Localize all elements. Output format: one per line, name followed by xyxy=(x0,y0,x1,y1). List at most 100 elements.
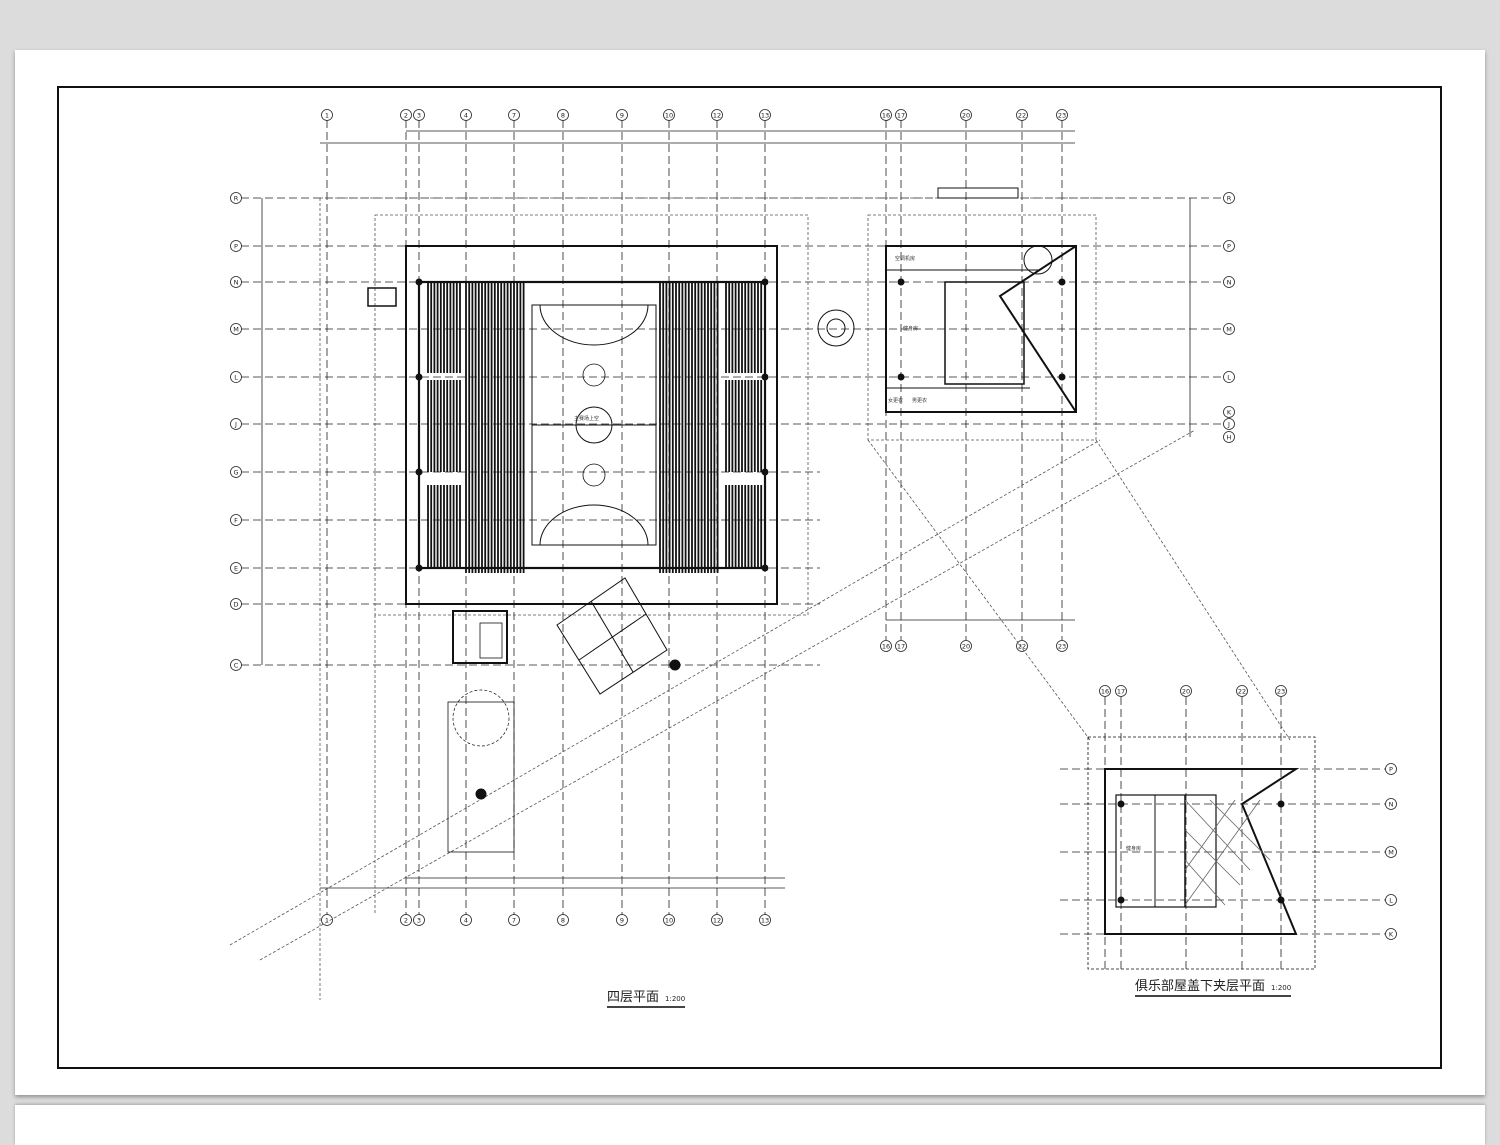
svg-text:M: M xyxy=(1388,848,1394,856)
svg-text:N: N xyxy=(1389,800,1394,808)
svg-text:7: 7 xyxy=(512,111,516,119)
svg-text:L: L xyxy=(234,373,238,381)
axis-bubble: 13 xyxy=(759,914,771,926)
room-label: 男更衣 xyxy=(912,398,928,404)
svg-text:10: 10 xyxy=(665,111,673,119)
svg-text:23: 23 xyxy=(1277,687,1285,695)
room-label: 女更衣 xyxy=(888,398,904,404)
svg-text:22: 22 xyxy=(1238,687,1246,695)
svg-text:12: 12 xyxy=(713,111,721,119)
axis-bubble: N xyxy=(230,276,242,288)
svg-text:23: 23 xyxy=(1058,111,1066,119)
svg-text:17: 17 xyxy=(897,642,905,650)
column xyxy=(1117,800,1125,808)
column xyxy=(1117,896,1125,904)
dimension-lines xyxy=(261,130,1191,889)
svg-text:9: 9 xyxy=(620,916,624,924)
axis-bubble: 20 xyxy=(960,109,972,121)
axis-bubble: 17 xyxy=(895,640,907,652)
axis-bubble: M xyxy=(1223,323,1235,335)
svg-text:2: 2 xyxy=(404,916,408,924)
room-label: 健身房 xyxy=(903,326,919,332)
svg-text:M: M xyxy=(1226,325,1232,333)
column xyxy=(415,564,423,572)
column xyxy=(761,278,769,286)
svg-text:F: F xyxy=(234,516,238,524)
axis-bubble: 20 xyxy=(1180,685,1192,697)
svg-text:22: 22 xyxy=(1018,642,1026,650)
stair-core xyxy=(367,287,855,853)
axis-bubble: 1 xyxy=(321,914,333,926)
axis-bubble: R xyxy=(1223,192,1235,204)
svg-text:13: 13 xyxy=(761,111,769,119)
svg-text:G: G xyxy=(233,468,238,476)
svg-text:P: P xyxy=(234,242,238,250)
axis-bubble: 22 xyxy=(1236,685,1248,697)
svg-text:J: J xyxy=(1227,420,1230,428)
axis-bubble: 12 xyxy=(711,914,723,926)
axis-bubble: 23 xyxy=(1275,685,1287,697)
axis-bubble: 7 xyxy=(508,109,520,121)
room-label: 健身房 xyxy=(1126,846,1142,852)
column xyxy=(897,278,905,286)
svg-text:16: 16 xyxy=(882,642,890,650)
axis-bubble: 9 xyxy=(616,914,628,926)
svg-text:D: D xyxy=(233,600,238,608)
axis-bubble: 22 xyxy=(1016,640,1028,652)
axis-bubble: 10 xyxy=(663,914,675,926)
svg-text:K: K xyxy=(1227,408,1232,416)
svg-text:J: J xyxy=(234,420,237,428)
axis-bubble: R xyxy=(230,192,242,204)
axis-bubble: K xyxy=(1223,406,1235,418)
skylight xyxy=(556,577,668,695)
axis-bubble: N xyxy=(1385,798,1397,810)
svg-text:20: 20 xyxy=(962,642,970,650)
axis-bubble: 3 xyxy=(413,914,425,926)
seating-block xyxy=(427,380,461,472)
axis-bubble: 4 xyxy=(460,914,472,926)
axis-bubble: N xyxy=(1223,276,1235,288)
axis-bubble: C xyxy=(230,659,242,671)
axis-bubble: 12 xyxy=(711,109,723,121)
axis-bubble: P xyxy=(1385,763,1397,775)
column xyxy=(761,564,769,572)
axis-bubble: G xyxy=(230,466,242,478)
svg-text:E: E xyxy=(234,564,238,572)
axis-bubble: 4 xyxy=(460,109,472,121)
axis-bubble: K xyxy=(1385,928,1397,940)
axis-bubble: 17 xyxy=(1115,685,1127,697)
axis-bubble: P xyxy=(230,240,242,252)
svg-text:10: 10 xyxy=(665,916,673,924)
column xyxy=(1277,800,1285,808)
axis-bubble: 22 xyxy=(1016,109,1028,121)
column xyxy=(761,468,769,476)
svg-text:H: H xyxy=(1227,433,1232,441)
seating-block xyxy=(725,380,763,472)
column xyxy=(415,468,423,476)
club-mezzanine-plan xyxy=(1087,736,1316,970)
svg-text:R: R xyxy=(1227,194,1232,202)
svg-text:3: 3 xyxy=(417,111,421,119)
axis-bubble: F xyxy=(230,514,242,526)
axis-bubble: 23 xyxy=(1056,640,1068,652)
seating-block xyxy=(659,283,719,573)
svg-text:M: M xyxy=(233,325,239,333)
column xyxy=(897,373,905,381)
axis-bubble: 8 xyxy=(557,109,569,121)
svg-text:20: 20 xyxy=(1182,687,1190,695)
arena xyxy=(405,245,778,605)
svg-text:16: 16 xyxy=(882,111,890,119)
svg-text:1: 1 xyxy=(325,111,329,119)
svg-text:8: 8 xyxy=(561,916,565,924)
svg-text:K: K xyxy=(1389,930,1394,938)
column xyxy=(761,373,769,381)
svg-text:P: P xyxy=(1389,765,1393,773)
axis-bubble: 2 xyxy=(400,914,412,926)
svg-text:9: 9 xyxy=(620,111,624,119)
seating-block xyxy=(725,283,763,373)
svg-text:N: N xyxy=(1227,278,1232,286)
svg-text:8: 8 xyxy=(561,111,565,119)
svg-text:20: 20 xyxy=(962,111,970,119)
